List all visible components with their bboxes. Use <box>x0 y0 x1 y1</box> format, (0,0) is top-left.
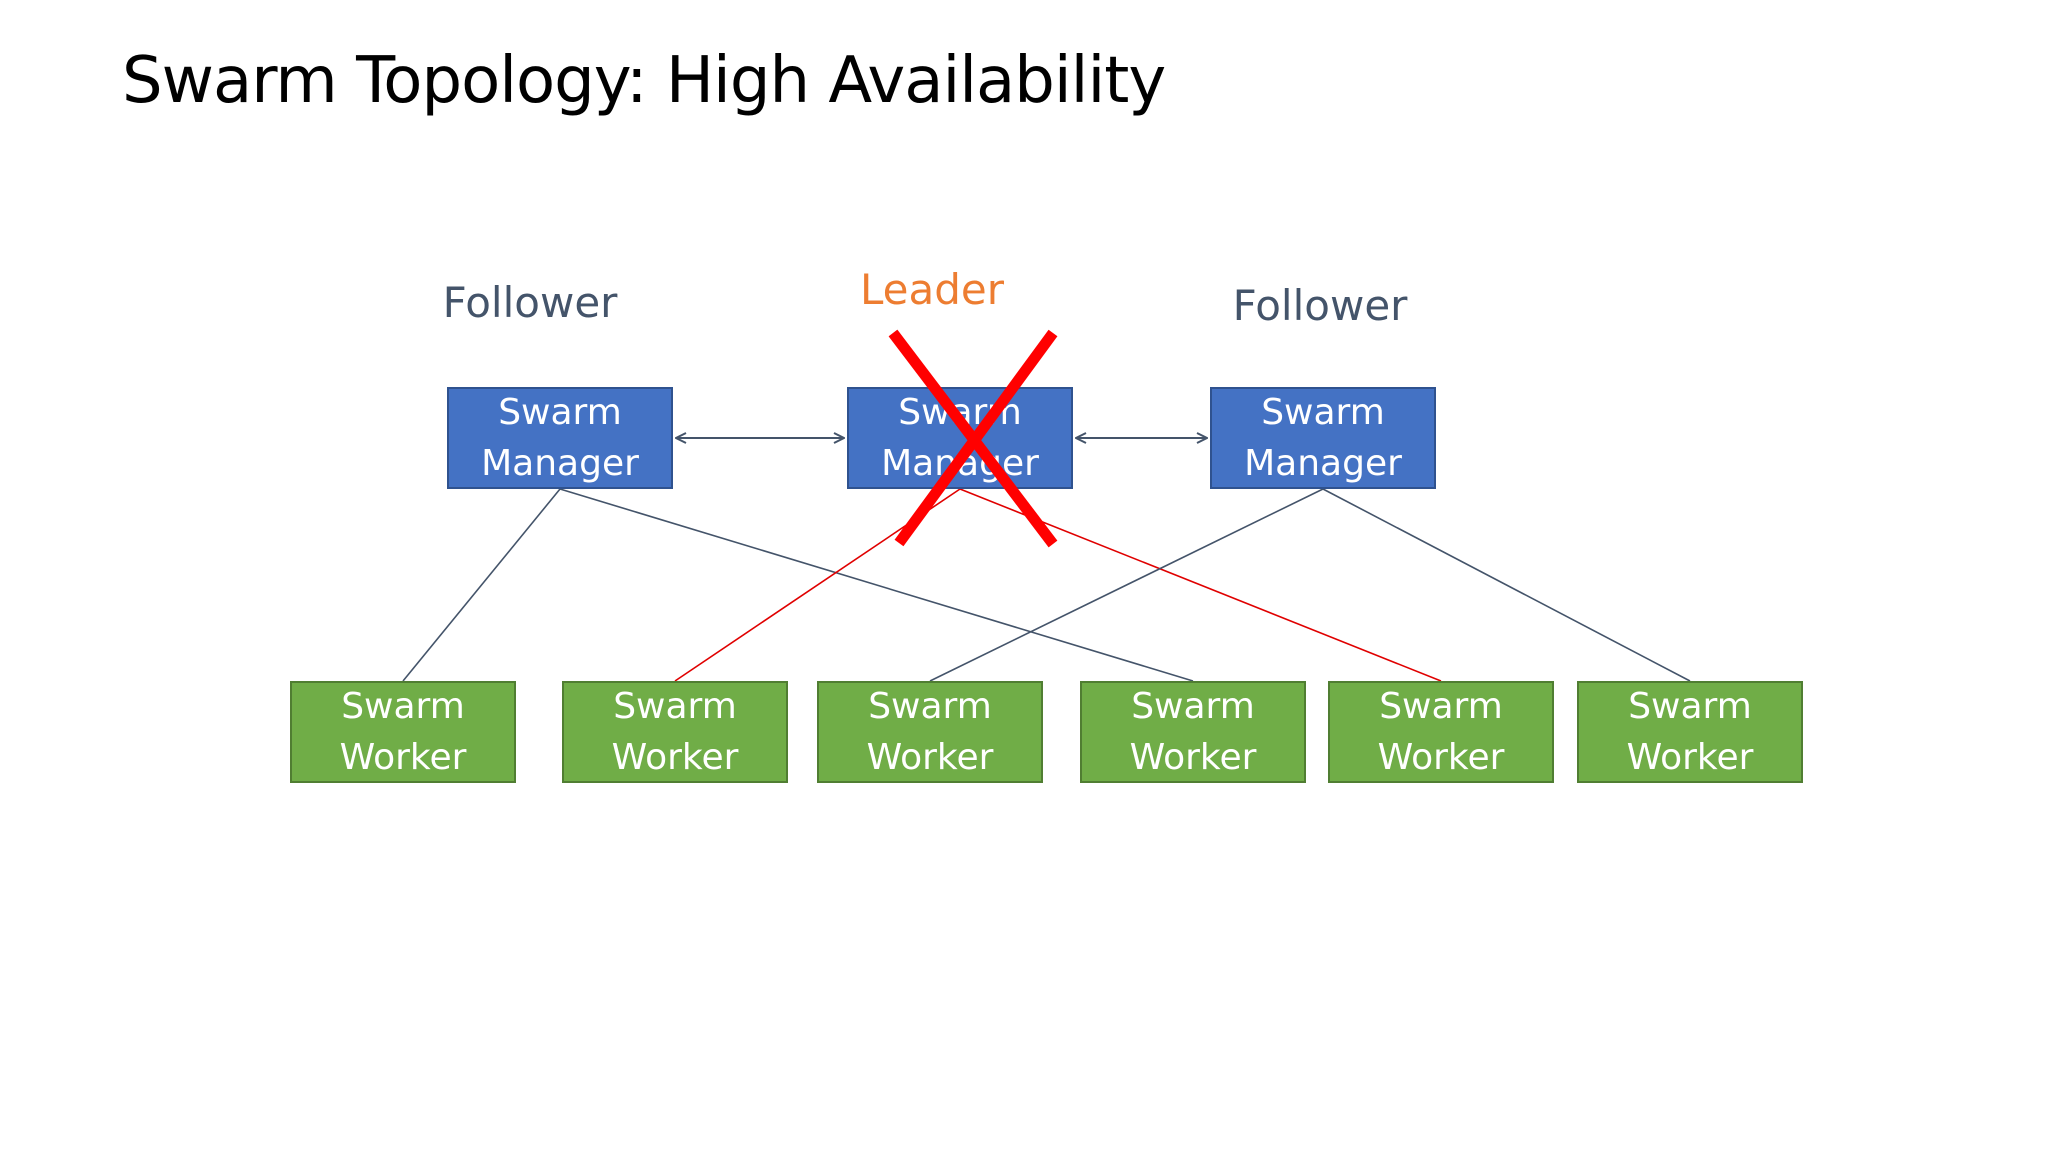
role-label-follower-left: Follower <box>442 278 618 327</box>
manager-node-follower-left[interactable]: Swarm Manager <box>447 387 673 489</box>
worker-node-line1: Swarm <box>341 686 465 727</box>
manager-node-line2: Manager <box>1244 443 1402 484</box>
worker-node-line2: Worker <box>611 737 739 778</box>
manager-node-line2: Manager <box>481 443 639 484</box>
worker-node-line1: Swarm <box>868 686 992 727</box>
worker-node-line2: Worker <box>1377 737 1505 778</box>
worker-node[interactable]: Swarm Worker <box>1328 681 1554 783</box>
worker-node-line2: Worker <box>1626 737 1754 778</box>
slide-title: Swarm Topology: High Availability <box>122 44 1166 118</box>
role-label-leader: Leader <box>859 265 1005 314</box>
worker-node-line2: Worker <box>339 737 467 778</box>
manager-node-follower-right[interactable]: Swarm Manager <box>1210 387 1436 489</box>
worker-node-line1: Swarm <box>1131 686 1255 727</box>
follower-worker-link <box>402 488 561 682</box>
manager-node-line1: Swarm <box>898 392 1022 433</box>
leader-worker-link <box>674 488 961 682</box>
manager-node-line1: Swarm <box>1261 392 1385 433</box>
worker-links <box>402 488 1691 682</box>
manager-node-leader[interactable]: Swarm Manager <box>847 387 1073 489</box>
worker-node-line1: Swarm <box>613 686 737 727</box>
worker-node[interactable]: Swarm Worker <box>562 681 788 783</box>
worker-node[interactable]: Swarm Worker <box>817 681 1043 783</box>
follower-worker-link <box>929 488 1324 682</box>
role-label-follower-right: Follower <box>1232 281 1408 330</box>
follower-worker-link <box>559 488 1194 682</box>
worker-node[interactable]: Swarm Worker <box>1080 681 1306 783</box>
follower-worker-link <box>1322 488 1691 682</box>
worker-node[interactable]: Swarm Worker <box>1577 681 1803 783</box>
manager-node-line2: Manager <box>881 443 1039 484</box>
manager-node-line1: Swarm <box>498 392 622 433</box>
leader-worker-link <box>959 488 1442 682</box>
worker-node-line1: Swarm <box>1628 686 1752 727</box>
worker-node-line2: Worker <box>1129 737 1257 778</box>
worker-node-line1: Swarm <box>1379 686 1503 727</box>
worker-node-line2: Worker <box>866 737 994 778</box>
worker-node[interactable]: Swarm Worker <box>290 681 516 783</box>
